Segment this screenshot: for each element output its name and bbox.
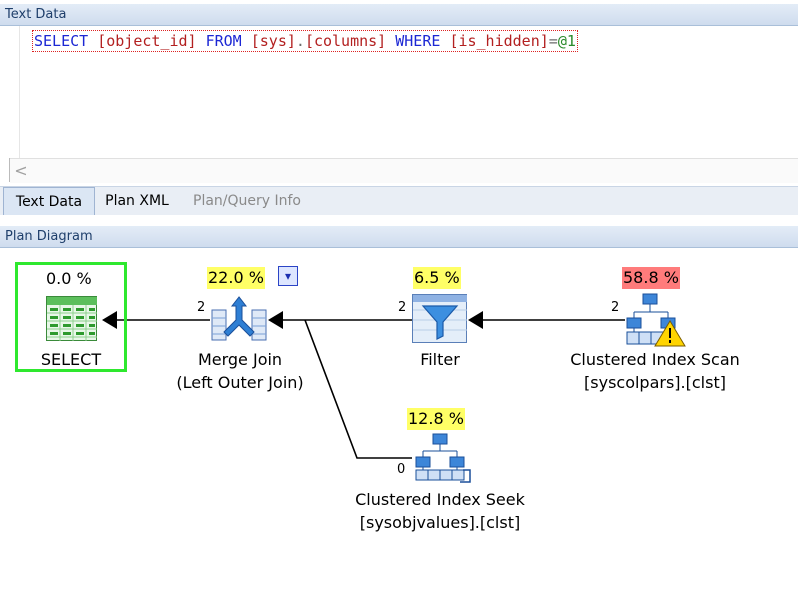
sql-schema: [sys] xyxy=(250,32,296,50)
tab-text-data[interactable]: Text Data xyxy=(3,187,95,215)
scroll-separator xyxy=(9,158,10,182)
editor-gutter xyxy=(10,26,20,158)
tab-plan-xml[interactable]: Plan XML xyxy=(105,193,169,209)
merge-join-row-count: 2 xyxy=(197,300,206,315)
filter-row-count: 2 xyxy=(398,300,407,315)
merge-join-cost: 22.0 % xyxy=(207,267,265,289)
merge-join-sublabel: (Left Outer Join) xyxy=(176,373,304,392)
chevron-down-icon[interactable]: ▾ xyxy=(278,266,298,286)
select-result-icon xyxy=(46,296,97,341)
scroll-left-arrow-icon[interactable]: < xyxy=(14,161,28,180)
sql-predicate-column: [is_hidden] xyxy=(449,32,549,50)
arrow-seek-to-mergejoin xyxy=(304,319,412,459)
clustered-index-seek-row-count: 0 xyxy=(397,462,406,477)
clustered-index-scan-object: [syscolpars].[clst] xyxy=(584,373,726,392)
sql-column: [object_id] xyxy=(97,32,197,50)
clustered-index-seek-cost: 12.8 % xyxy=(407,408,465,430)
select-label: SELECT xyxy=(40,350,102,369)
select-cost: 0.0 % xyxy=(46,269,92,288)
sql-text-editor[interactable]: SELECT [object_id] FROM [sys].[columns] … xyxy=(0,26,798,184)
clustered-index-scan-cost: 58.8 % xyxy=(622,267,680,289)
select-node-highlight[interactable] xyxy=(15,262,127,372)
sql-keyword-where: WHERE xyxy=(395,32,441,50)
horizontal-scrollbar[interactable]: < xyxy=(10,158,798,183)
sql-table: [columns] xyxy=(304,32,387,50)
clustered-index-seek-object: [sysobjvalues].[clst] xyxy=(359,513,521,532)
arrowhead-filter-icon xyxy=(468,311,483,329)
filter-label: Filter xyxy=(420,350,460,369)
sql-parameter: @1 xyxy=(557,32,576,50)
clustered-index-seek-label: Clustered Index Seek xyxy=(355,490,525,509)
sql-keyword-select: SELECT xyxy=(34,32,89,50)
tab-plan-query-info: Plan/Query Info xyxy=(193,193,301,209)
clustered-index-scan-row-count: 2 xyxy=(611,300,620,315)
sql-equals: = xyxy=(548,32,558,50)
sql-statement[interactable]: SELECT [object_id] FROM [sys].[columns] … xyxy=(32,30,578,52)
clustered-index-scan-icon[interactable] xyxy=(625,292,687,348)
plan-diagram-header: Plan Diagram xyxy=(0,226,798,248)
filter-funnel-icon[interactable] xyxy=(412,294,468,344)
clustered-index-scan-label: Clustered Index Scan xyxy=(570,350,740,369)
tab-bar: Text Data Plan XML Plan/Query Info xyxy=(0,186,798,215)
text-data-header: Text Data xyxy=(0,4,798,26)
arrowhead-select-icon xyxy=(102,311,117,329)
sql-keyword-from: FROM xyxy=(205,32,242,50)
sql-dot: . xyxy=(295,32,305,50)
merge-join-icon[interactable] xyxy=(210,294,268,344)
clustered-index-seek-icon[interactable] xyxy=(412,432,472,484)
merge-join-label: Merge Join xyxy=(197,350,283,369)
arrowhead-mergejoin-icon xyxy=(268,311,283,329)
filter-cost: 6.5 % xyxy=(413,267,461,289)
